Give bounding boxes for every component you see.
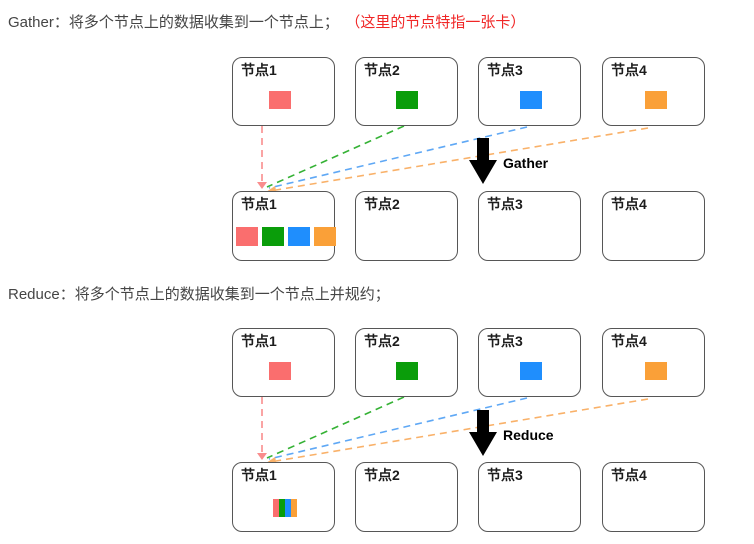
data-block-orange — [645, 362, 667, 380]
node-label: 节点4 — [611, 467, 647, 483]
gather-title-text: Gather：将多个节点上的数据收集到一个节点上； — [8, 14, 339, 31]
gathered-block-blue — [288, 227, 310, 246]
data-block-blue — [520, 91, 542, 109]
reduce-bottom-node-2: 节点2 — [355, 462, 458, 532]
stripe-green — [279, 499, 285, 517]
data-block-green — [396, 362, 418, 380]
gather-bottom-node-2: 节点2 — [355, 191, 458, 261]
reduced-block-striped — [273, 499, 297, 517]
node-label: 节点1 — [241, 333, 277, 349]
node-label: 节点2 — [364, 467, 400, 483]
reduce-bottom-node-1: 节点1 — [232, 462, 335, 532]
gather-diagram: 节点1 节点2 节点3 节点4 Gather 节点1 节点2 节点3 节点4 — [0, 55, 754, 267]
stripe-orange — [291, 499, 297, 517]
data-block-blue — [520, 362, 542, 380]
node-label: 节点4 — [611, 62, 647, 78]
reduce-line-red-arrowhead-icon — [257, 453, 267, 460]
reduce-line-orange — [275, 398, 649, 462]
reduce-bottom-node-4: 节点4 — [602, 462, 705, 532]
reduce-title: Reduce：将多个节点上的数据收集到一个节点上并规约； — [8, 283, 390, 304]
node-label: 节点1 — [241, 62, 277, 78]
gather-line-green — [266, 125, 405, 188]
node-label: 节点4 — [611, 333, 647, 349]
gather-arrow-label: Gather — [503, 155, 549, 171]
stripe-red — [273, 499, 279, 517]
reduce-title-text: Reduce：将多个节点上的数据收集到一个节点上并规约； — [8, 286, 390, 303]
gather-bottom-node-1: 节点1 — [232, 191, 335, 261]
gathered-block-red — [236, 227, 258, 246]
gather-line-blue — [268, 126, 528, 189]
gathered-block-green — [262, 227, 284, 246]
node-label: 节点3 — [487, 333, 523, 349]
gather-title: Gather：将多个节点上的数据收集到一个节点上； （这里的节点特指一张卡） — [8, 11, 525, 32]
gather-bottom-node-4: 节点4 — [602, 191, 705, 261]
node-label: 节点2 — [364, 196, 400, 212]
node-label: 节点3 — [487, 62, 523, 78]
data-block-red — [269, 91, 291, 109]
node-label: 节点3 — [487, 196, 523, 212]
node-label: 节点2 — [364, 62, 400, 78]
gather-down-arrow-icon — [469, 138, 497, 184]
reduce-line-green — [266, 396, 405, 459]
gather-line-red-arrowhead-icon — [257, 182, 267, 189]
node-label: 节点2 — [364, 333, 400, 349]
node-label: 节点3 — [487, 467, 523, 483]
gathered-block-orange — [314, 227, 336, 246]
data-block-green — [396, 91, 418, 109]
reduce-down-arrow-icon — [469, 410, 497, 456]
reduce-line-blue — [268, 397, 528, 460]
node-label: 节点1 — [241, 467, 277, 483]
gather-title-note: （这里的节点特指一张卡） — [352, 14, 526, 31]
reduce-bottom-node-3: 节点3 — [478, 462, 581, 532]
data-block-orange — [645, 91, 667, 109]
node-label: 节点4 — [611, 196, 647, 212]
gather-bottom-node-3: 节点3 — [478, 191, 581, 261]
reduce-diagram: 节点1 节点2 节点3 节点4 Reduce 节点1 节点2 节点3 节点4 — [0, 326, 754, 538]
node-label: 节点1 — [241, 196, 277, 212]
stripe-blue — [285, 499, 291, 517]
data-block-red — [269, 362, 291, 380]
gather-line-orange — [275, 127, 649, 191]
reduce-arrow-label: Reduce — [503, 427, 554, 443]
